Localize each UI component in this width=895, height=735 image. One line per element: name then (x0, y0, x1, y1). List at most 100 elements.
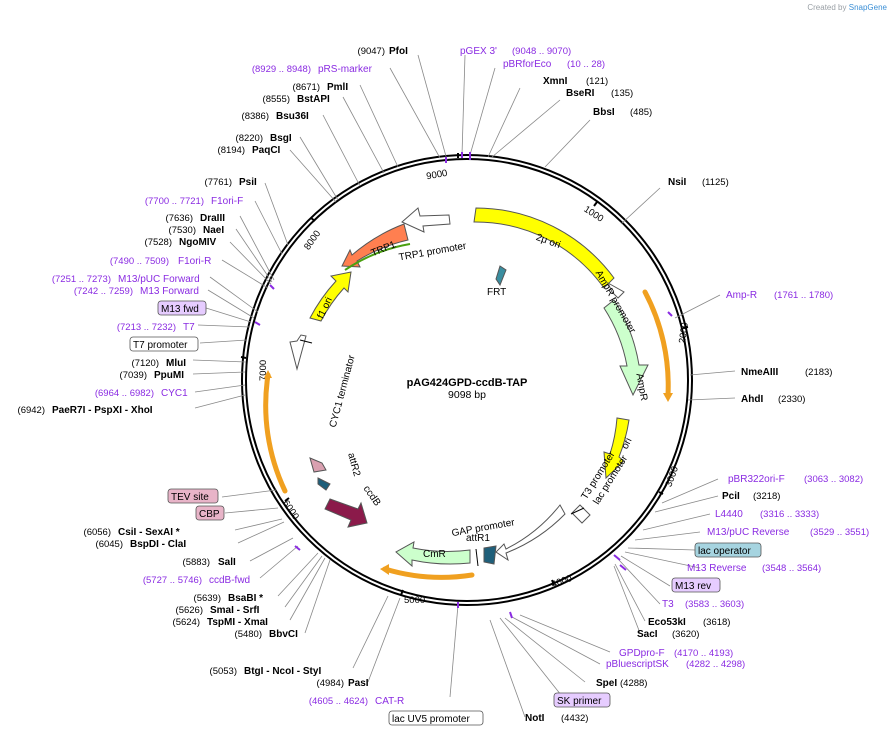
amp-r-primer: Amp-R (726, 290, 757, 301)
tick-4000 (551, 579, 555, 586)
feature-trp1 (341, 223, 409, 268)
bspdi-clai-sites: BspDI - ClaI (130, 539, 186, 550)
feature-frt (495, 265, 507, 287)
naei-pos: (7530) (169, 225, 196, 236)
tick-label-2000: 2000 (677, 322, 691, 344)
saci-pos: (3620) (672, 629, 699, 640)
tick-5000 (400, 589, 404, 596)
xmni-pos: (121) (586, 76, 608, 87)
sali-pos: (5883) (183, 557, 210, 568)
ccdb-fwd-primer-arc (263, 372, 288, 494)
pcii-pos: (3218) (753, 491, 780, 502)
top-labels: (9047) PfoI pGEX 3' (9048 .. 9070) pBRfo… (358, 46, 606, 70)
bbvci-pos: (5480) (235, 629, 262, 640)
plasmid-name: pAG424GPD-ccdB-TAP (407, 377, 528, 389)
t7-primer-pos: (7213 .. 7232) (117, 322, 176, 333)
tick-6000 (284, 497, 290, 502)
paer7i-pos: (6942) (18, 405, 45, 416)
tick-label-5000: 5000 (404, 595, 425, 606)
m13-fwd-box (157, 300, 207, 316)
m13-fwd-label: M13 fwd (161, 304, 199, 315)
tev-site-box (167, 488, 219, 504)
l4440-primer: L4440 (715, 509, 743, 520)
m13-reverse-primer-pos: (3548 .. 3564) (762, 563, 821, 574)
pbluescriptsk-primer-pos: (4282 .. 4298) (686, 659, 745, 670)
backbone-inner-ring (245, 158, 689, 602)
feature-label-ori: ori (620, 436, 635, 451)
xmni-site: XmnI (543, 76, 568, 87)
m13-puc-reverse-primer-pos: (3529 .. 3551) (810, 527, 869, 538)
ahdi-pos: (2330) (778, 394, 805, 405)
m13-puc-forward-primer: M13/pUC Forward (118, 274, 200, 285)
feature-f1-ori (309, 271, 352, 322)
pgex3-primer: pGEX 3' (460, 46, 497, 57)
credit-prefix: Created by (807, 3, 847, 12)
m13-forward-primer: M13 Forward (140, 286, 199, 297)
leader-lines (192, 54, 736, 718)
spei-site: SpeI (596, 678, 617, 689)
m13-reverse-primer: M13 Reverse (687, 563, 747, 574)
feature-gap-promoter (495, 504, 566, 562)
bsgi-pos: (8220) (236, 133, 263, 144)
pmli-site: PmlI (327, 82, 348, 93)
mlui-site: MluI (166, 358, 186, 369)
feature-ampr-promoter (606, 281, 625, 299)
m13-rev-box (671, 577, 721, 593)
amp-r-arrowhead (663, 393, 673, 402)
cat-r-primer-pos: (4605 .. 4624) (309, 696, 368, 707)
plasmid-size: 9098 bp (448, 389, 486, 401)
cyc1-primer-pos: (6964 .. 6982) (95, 388, 154, 399)
feature-label-frt: FRT (487, 287, 506, 298)
feature-label-ampr: AmpR (633, 372, 649, 401)
f1ori-f-primer-pos: (7700 .. 7721) (145, 196, 204, 207)
f1ori-r-primer: F1ori-R (178, 256, 211, 267)
nsii-pos: (1125) (702, 177, 729, 188)
feature-ccdb (324, 498, 368, 528)
pbr322ori-f-primer: pBR322ori-F (728, 474, 785, 485)
tick-label-4000: 4000 (550, 573, 574, 591)
ccdb-fwd-primer-pos: (5727 .. 5746) (143, 575, 202, 586)
prs-marker-primer: pRS-marker (318, 64, 373, 75)
pasi-pos: (4984) (317, 678, 344, 689)
amp-r-primer-pos: (1761 .. 1780) (774, 290, 833, 301)
noti-pos: (4432) (561, 713, 588, 724)
sk-primer-label: SK primer (557, 696, 602, 707)
cbp-box (195, 505, 225, 521)
cat-r-primer: CAT-R (375, 696, 404, 707)
ring-tick-marks (240, 153, 689, 596)
bsu36i-pos: (8386) (242, 111, 269, 122)
nsii-site: NsiI (668, 177, 687, 188)
pfoi-pos: (9047) (358, 46, 385, 57)
tick-3000 (658, 491, 664, 495)
tev-site-label: TEV site (171, 492, 209, 503)
feature-attr2 (317, 477, 331, 491)
bsu36i-site: Bsu36I (276, 111, 309, 122)
saci-site: SacI (637, 629, 658, 640)
trp1-green-arc (344, 243, 411, 271)
t7-promoter-label: T7 promoter (133, 340, 188, 351)
cbp-label: CBP (199, 509, 220, 520)
tspmi-pos: (5624) (173, 617, 200, 628)
m13-puc-forward-primer-pos: (7251 .. 7273) (52, 274, 111, 285)
tick-label-8000: 8000 (302, 229, 323, 253)
bseri-pos: (135) (611, 88, 633, 99)
lac-operator-box (694, 542, 762, 558)
feature-label-attr1: attR1 (466, 533, 490, 544)
ngomiv-site: NgoMIV (179, 237, 217, 248)
csii-pos: (6056) (84, 527, 111, 538)
t7-promoter-box (129, 336, 199, 352)
feature-2mu-ori (473, 207, 615, 289)
gpdpro-f-primer: GPDpro-F (619, 648, 665, 659)
t7-primer: T7 (183, 322, 195, 333)
l4440-primer-pos: (3316 .. 3333) (760, 509, 819, 520)
feature-ampr (603, 299, 649, 397)
feature-label-f1-ori: f1 ori (316, 296, 335, 321)
tick-label-7000: 7000 (258, 360, 269, 381)
bspdi-pos: (6045) (96, 539, 123, 550)
site-marks (254, 152, 673, 619)
f1ori-r-primer-pos: (7490 .. 7509) (110, 256, 169, 267)
feature-cyc1-terminator (289, 334, 307, 371)
right-labels: XmnI (121) BseRI (135) BbsI (485) NsiI (… (525, 76, 869, 724)
tspmi-xmai-sites: TspMI - XmaI (207, 617, 268, 628)
